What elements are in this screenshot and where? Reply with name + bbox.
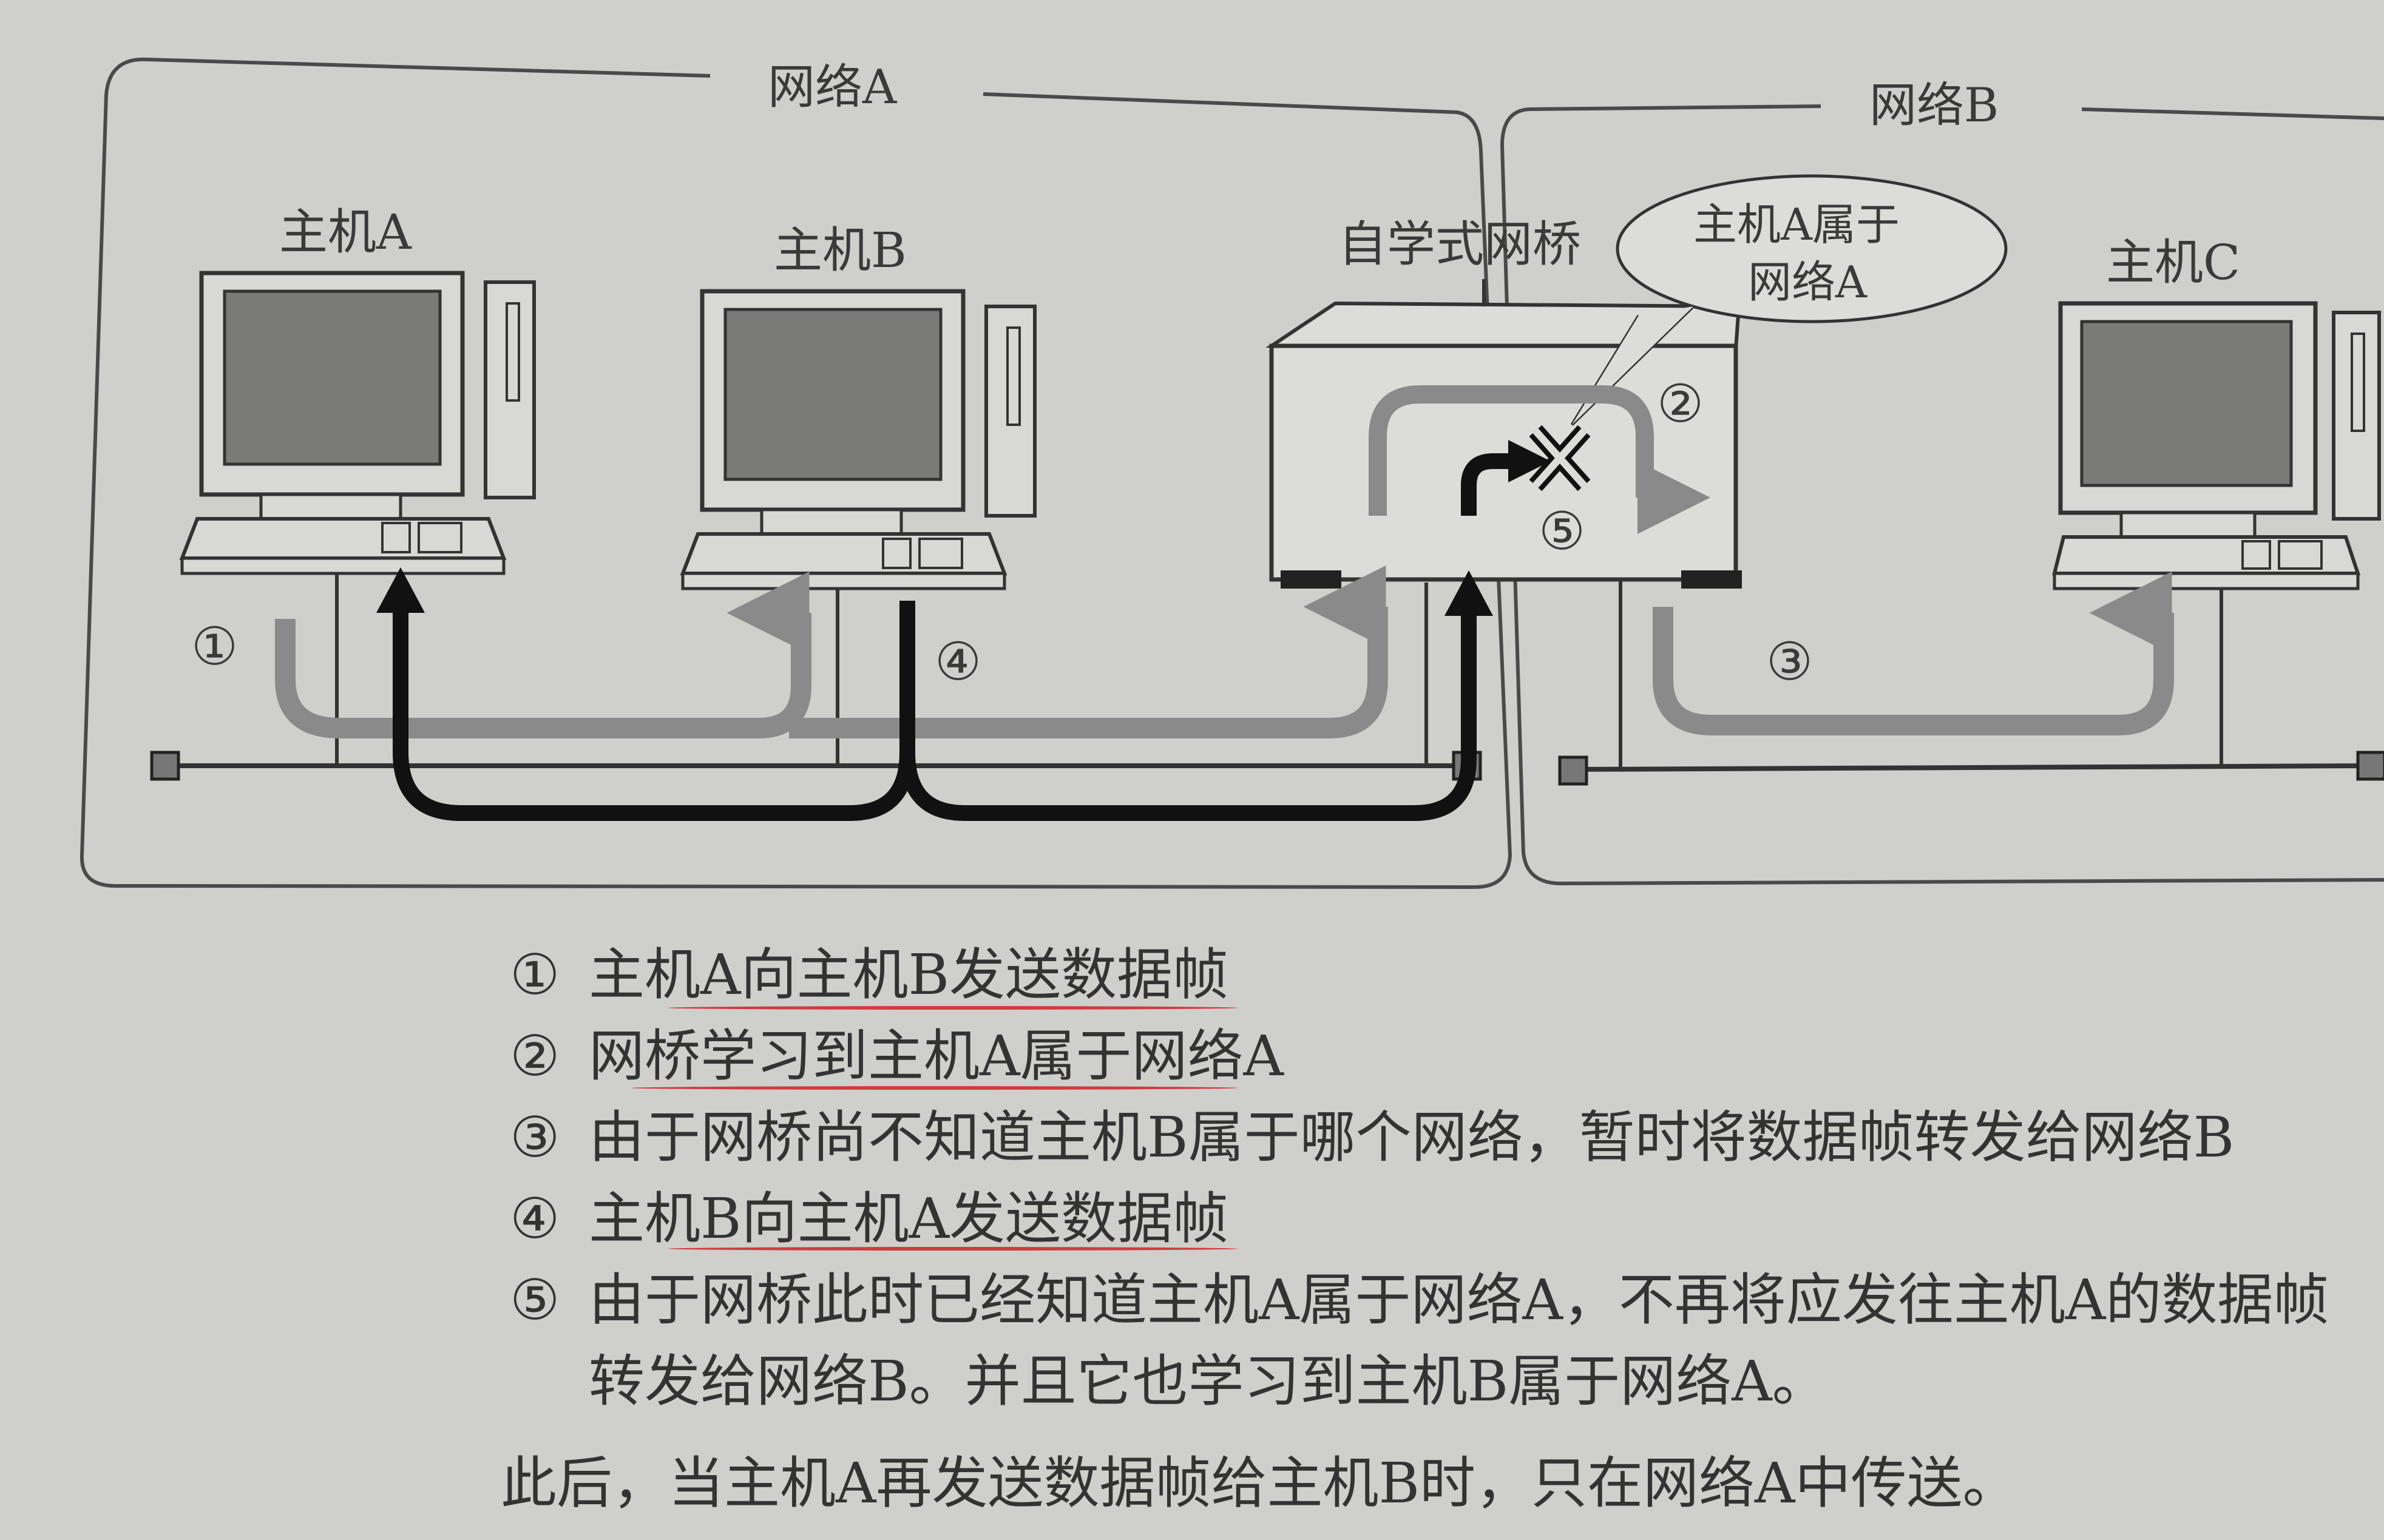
conclusion-text: 此后，当主机A再发送数据帧给主机B时，只在网络A中传送。 xyxy=(501,1451,2019,1516)
legend-step-2: ② 网桥学习到主机A属于网络A xyxy=(510,1016,2384,1097)
step5-blocked-arrow xyxy=(1461,453,1511,516)
diagram-canvas: 网络A 网络B xyxy=(80,57,2384,890)
network-b-label: 网络B xyxy=(1869,78,1999,133)
legend-step-3: ③ 由于网桥尚不知道主机B属于哪个网络，暂时将数据帧转发给网络B xyxy=(510,1097,2384,1178)
legend-text-4: 主机B向主机A发送数据帧 xyxy=(589,1186,1229,1251)
step3-arrow-to-host-c xyxy=(1653,572,2174,735)
bubble-line-2: 网络A xyxy=(1748,257,1868,308)
red-underline-step-2 xyxy=(631,1086,1238,1090)
network-b-bus xyxy=(1558,751,2384,786)
network-b-frame-top-right xyxy=(2081,107,2384,120)
step-legend: ① 主机A向主机B发送数据帧 ② 网桥学习到主机A属于网络A ③ 由于网桥尚不知… xyxy=(510,934,2384,1422)
blocked-x-icon xyxy=(1529,425,1591,491)
host-a-label: 主机A xyxy=(279,204,412,260)
host-c-label: 主机C xyxy=(2106,234,2240,291)
legend-text-2: 网桥学习到主机A属于网络A xyxy=(589,1024,1284,1089)
step2-arrow-inside-bridge xyxy=(1369,385,1710,534)
legend-mark-3: ③ xyxy=(510,1105,560,1170)
step1-arrow-to-host-b xyxy=(275,572,811,738)
host-b-computer xyxy=(680,289,1037,590)
legend-step-5: ⑤ 由于网桥此时已经知道主机A属于网络A，不再将应发往主机A的数据帧转发给网络B… xyxy=(510,1260,2384,1422)
red-underline-step-4 xyxy=(668,1247,1238,1251)
legend-text-5: 由于网桥此时已经知道主机A属于网络A，不再将应发往主机A的数据帧转发给网络B。并… xyxy=(589,1268,2329,1414)
marker-step-1: ① xyxy=(191,616,238,677)
host-a-computer xyxy=(179,271,536,575)
marker-step-5: ⑤ xyxy=(1539,501,1585,562)
marker-step-3: ③ xyxy=(1766,632,1813,692)
legend-text-1: 主机A向主机B发送数据帧 xyxy=(589,942,1229,1007)
legend-text-3: 由于网桥尚不知道主机B属于哪个网络，暂时将数据帧转发给网络B xyxy=(589,1105,2235,1170)
bubble-line-1: 主机A属于 xyxy=(1693,199,1900,250)
red-underline-step-1 xyxy=(668,1006,1238,1010)
network-a-frame xyxy=(80,57,1512,890)
legend-step-1: ① 主机A向主机B发送数据帧 xyxy=(510,934,2384,1016)
legend-mark-5: ⑤ xyxy=(510,1268,560,1332)
marker-step-2: ② xyxy=(1657,374,1704,434)
network-a-bus xyxy=(150,751,1482,781)
learning-bridge xyxy=(1265,279,1742,589)
marker-step-4: ④ xyxy=(935,632,981,692)
legend-mark-2: ② xyxy=(510,1024,560,1089)
step1-arrow-to-bridge xyxy=(789,566,1388,738)
bridge-label: 自学式网桥 xyxy=(1338,216,1581,272)
host-c-computer xyxy=(2052,301,2381,590)
network-a-label: 网络A xyxy=(768,60,898,115)
host-b-label: 主机B xyxy=(774,222,907,279)
step4-arrow-to-host-a xyxy=(393,601,915,821)
legend-mark-4: ④ xyxy=(510,1186,560,1251)
legend-step-4: ④ 主机B向主机A发送数据帧 xyxy=(510,1178,2384,1260)
legend-mark-1: ① xyxy=(510,942,560,1007)
step4-arrow-to-bridge xyxy=(899,613,1477,821)
